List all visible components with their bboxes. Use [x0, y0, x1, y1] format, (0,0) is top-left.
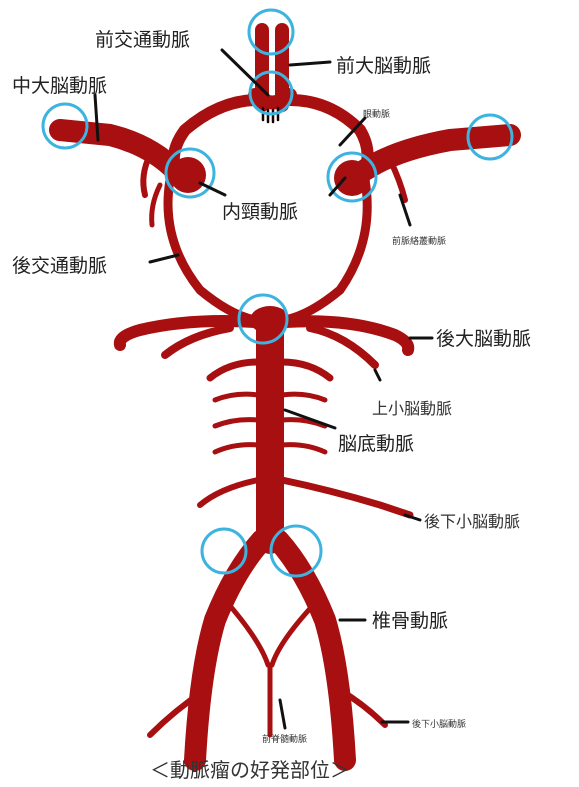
anterior-spinal-branch-left: [225, 600, 268, 665]
label-anterior-cerebral-artery: 前大脳動脈: [336, 55, 431, 77]
label-posterior-inferior-cerebellar-artery: 後下小脳動脈: [424, 512, 520, 531]
label-posterior-communicating-artery: 後交通動脈: [12, 255, 107, 277]
label-anterior-spinal-artery: 前脊髄動脈: [262, 733, 307, 745]
figure-caption: ＜動脈瘤の好発部位＞: [150, 758, 350, 782]
label-anterior-communicating-artery: 前交通動脈: [95, 29, 190, 51]
anterior-spinal-branch-right: [272, 600, 318, 665]
posterior-cerebral-branch-right: [310, 328, 375, 365]
label-middle-cerebral-artery: 中大脳動脈: [12, 75, 107, 97]
label-posterior-cerebral-artery: 後大脳動脈: [436, 328, 531, 350]
internal-carotid-left-end: [170, 157, 206, 193]
label-lower-pica: 後下小脳動脈: [412, 718, 466, 730]
vertebral-artery-right: [278, 540, 345, 760]
label-ophthalmic-artery: 眼動脈: [363, 108, 390, 120]
pontine-branch-left-3: [215, 445, 258, 452]
pontine-branch-right-1: [282, 394, 325, 400]
artery-network: [60, 30, 510, 760]
anterior-inferior-cerebellar-left: [200, 480, 258, 505]
ophthalmic-branch-left: [143, 155, 150, 195]
pontine-branch-left-1: [215, 394, 258, 400]
middle-cerebral-artery-left: [60, 130, 175, 170]
a1-segment-right: [290, 100, 368, 170]
middle-cerebral-artery-right: [365, 135, 510, 170]
pontine-branch-right-3: [282, 445, 325, 452]
internal-carotid-right-end: [334, 160, 370, 196]
label-internal-carotid-artery: 内頸動脈: [222, 201, 298, 223]
label-vertebral-artery: 椎骨動脈: [372, 610, 448, 632]
superior-cerebellar-left: [210, 362, 258, 378]
anterior-choroidal-branch-left: [152, 185, 160, 225]
posterior-cerebral-branch-left: [165, 328, 230, 355]
pontine-branch-left-2: [215, 420, 258, 426]
label-superior-cerebellar-artery: 上小脳動脈: [372, 399, 452, 418]
label-basilar-artery: 脳底動脈: [338, 433, 414, 455]
superior-cerebellar-right: [282, 362, 330, 378]
anterior-inferior-cerebellar-right: [282, 480, 410, 515]
label-anterior-choroidal-artery: 前脈絡叢動脈: [392, 235, 446, 247]
ophthalmic-branch-right: [390, 160, 405, 200]
